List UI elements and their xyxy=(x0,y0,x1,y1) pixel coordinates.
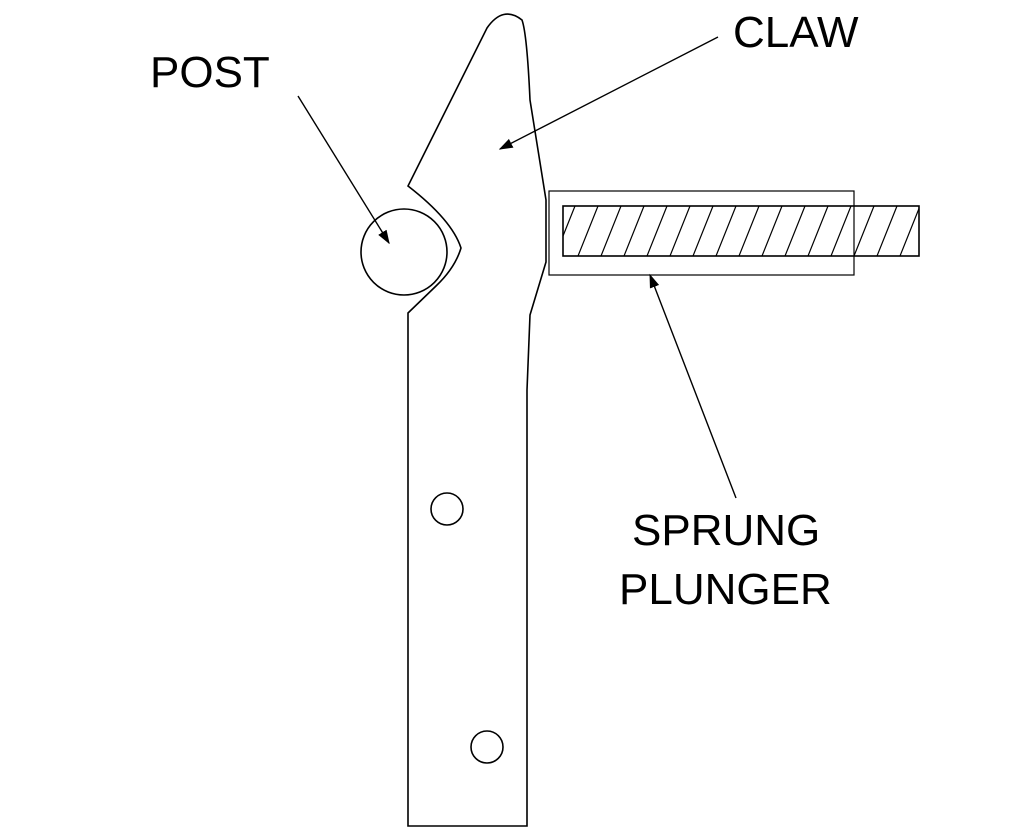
claw-body xyxy=(406,13,547,827)
plunger-label-line1: SPRUNG xyxy=(632,506,820,555)
post-label: POST xyxy=(150,48,270,97)
plunger-rod xyxy=(562,205,920,257)
claw-hole-upper xyxy=(430,492,464,526)
post-circle xyxy=(360,208,448,296)
claw-label: CLAW xyxy=(733,8,859,57)
claw-leader-arrow xyxy=(498,36,719,150)
plunger-label-line2: PLUNGER xyxy=(619,565,832,614)
claw-hole-lower xyxy=(470,730,504,764)
post-leader-arrow xyxy=(297,95,390,245)
plunger-leader-arrow xyxy=(649,273,737,499)
plunger-housing xyxy=(548,190,855,276)
